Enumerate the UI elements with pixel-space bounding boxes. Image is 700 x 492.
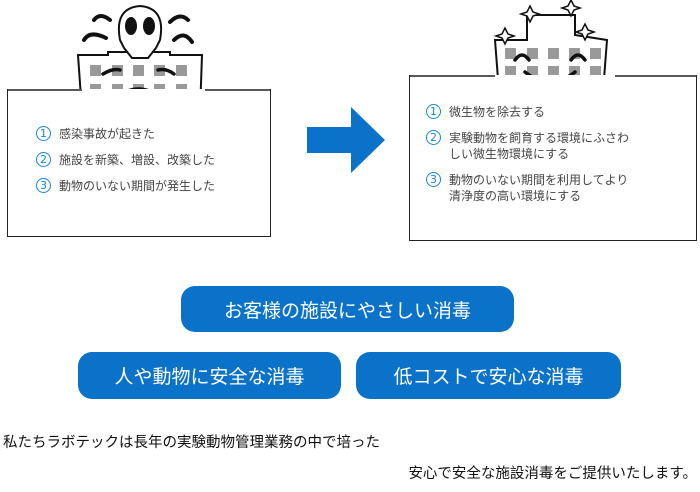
number-badge: 3 [426,172,441,187]
feature-badge-safe: 人や動物に安全な消毒 [78,352,341,399]
footer-line-2: 安心で安全な施設消毒をご提供いたします。 [408,466,697,482]
number-badge: 1 [426,104,441,119]
number-badge: 1 [36,126,51,141]
feature-badge-lowcost: 低コストで安心な消毒 [356,352,621,399]
footer-line-1: 私たちラボテックは長年の実験動物管理業務の中で培った [3,435,380,451]
feature-badge-facility: お客様の施設にやさしい消毒 [181,286,514,332]
before-box [7,89,271,237]
box-top-border [7,89,271,91]
number-badge: 3 [36,178,51,193]
number-badge: 2 [36,152,51,167]
box-top-border [409,75,697,77]
arrow-right-icon [307,107,385,173]
number-badge: 2 [426,130,441,145]
after-box [409,75,697,241]
